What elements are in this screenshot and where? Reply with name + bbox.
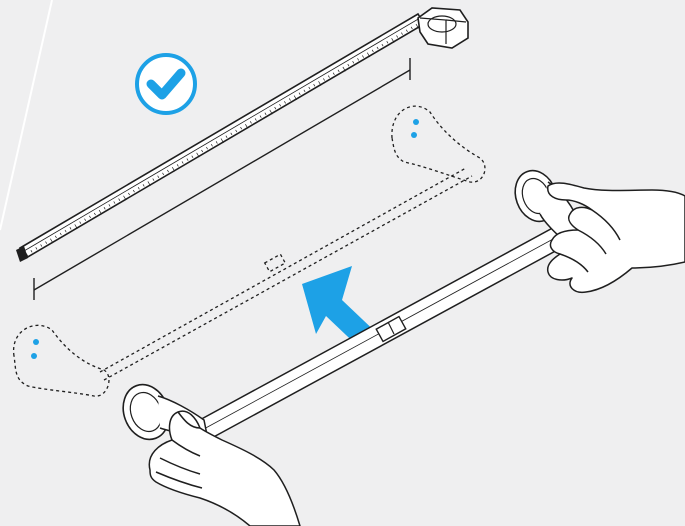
background-divider bbox=[0, 0, 52, 230]
ghost-rod-bottom bbox=[104, 176, 472, 380]
tape-measure bbox=[16, 8, 468, 262]
check-circle-icon bbox=[137, 55, 195, 113]
ghost-right-bracket bbox=[392, 106, 485, 182]
dimension-line bbox=[34, 58, 410, 300]
towel-bar bbox=[116, 165, 580, 446]
towel-bar-ghost bbox=[14, 106, 485, 396]
tape-case bbox=[418, 8, 468, 48]
ghost-coupler bbox=[265, 254, 286, 271]
right-hand bbox=[548, 183, 685, 292]
ghost-rod-top bbox=[100, 168, 466, 372]
towel-bar-coupler bbox=[376, 317, 406, 342]
ghost-left-bracket bbox=[14, 325, 109, 396]
